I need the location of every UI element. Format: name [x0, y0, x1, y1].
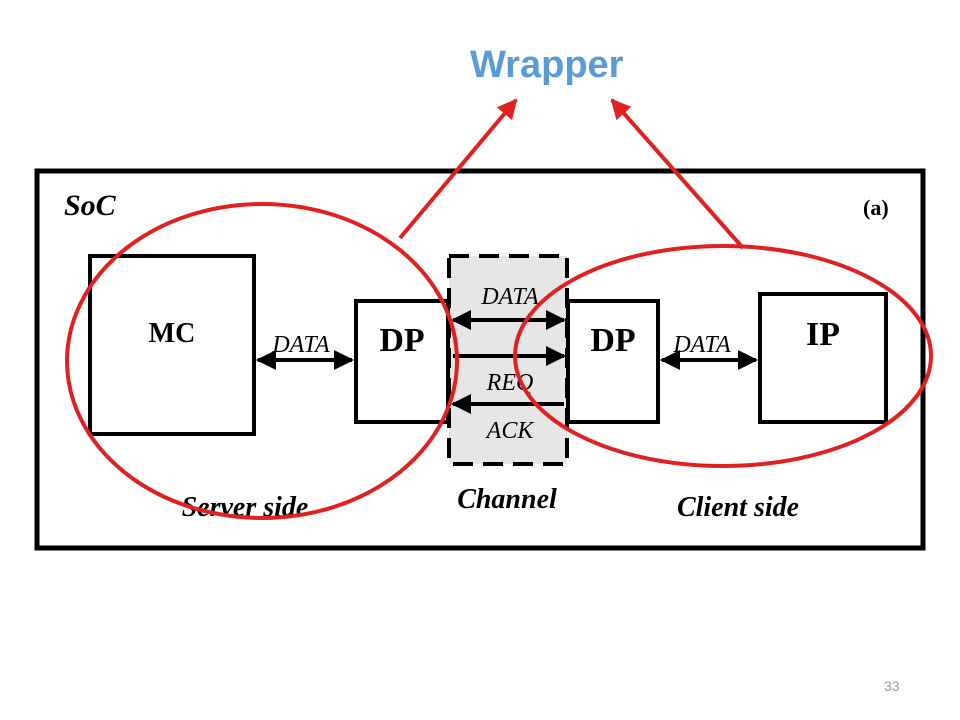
channel-ack-label: ACK — [485, 418, 536, 444]
channel-caption: Channel — [457, 484, 557, 515]
panel-label: (a) — [863, 195, 889, 220]
dp-left-label: DP — [379, 322, 424, 359]
dp-right-label: DP — [590, 322, 635, 359]
ip-block — [758, 292, 888, 424]
right-data-label: DATA — [672, 332, 731, 358]
mc-label: MC — [149, 318, 196, 349]
left-data-label: DATA — [271, 332, 330, 358]
client-wrapper-arrow — [610, 98, 745, 250]
server-wrapper-arrow — [398, 98, 518, 240]
channel-data-label: DATA — [480, 284, 539, 310]
dp-left-block — [354, 299, 450, 424]
dp-right-block — [566, 299, 660, 424]
page-number: 33 — [884, 678, 900, 694]
soc-label: SoC — [64, 189, 117, 222]
server-side-ellipse — [65, 202, 459, 520]
mc-block — [88, 254, 256, 436]
client-side-caption: Client side — [677, 492, 799, 523]
slide-title: Wrapper — [470, 44, 624, 86]
client-side-ellipse — [513, 244, 933, 468]
ip-label: IP — [806, 316, 840, 353]
soc-container — [34, 168, 926, 551]
